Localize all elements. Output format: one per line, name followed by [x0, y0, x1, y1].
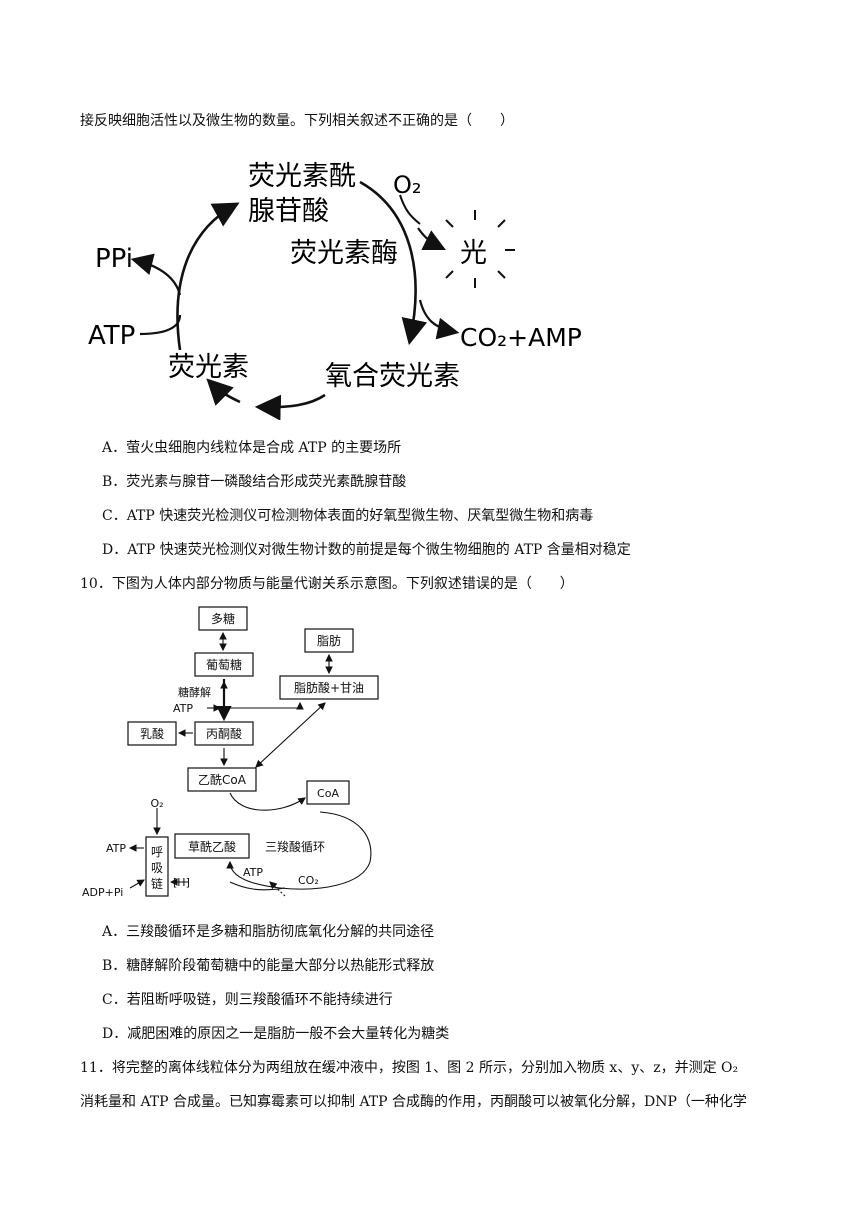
label-ppi: PPi — [95, 244, 133, 274]
light-rays-icon — [445, 210, 515, 288]
box-fatty-acid-glycerol — [279, 675, 379, 700]
q9-option-a: A．萤火虫细胞内线粒体是合成 ATP 的主要场所 — [102, 440, 402, 456]
label-luciferyl-adenylate-1: 荧光素酰 — [248, 161, 356, 192]
light-out-arrow — [417, 227, 446, 250]
label-chain-3: 链 — [151, 876, 163, 891]
cycle-arrow-right — [359, 180, 428, 346]
label-o2-chain: O₂ — [150, 797, 163, 810]
label-light: 光 — [460, 238, 487, 269]
q9-stem: 接反映细胞活性以及微生物的数量。下列相关叙述不正确的是（ ） — [80, 113, 514, 129]
cycle-arrow-bottom — [254, 393, 326, 420]
q10-stem: 10．下图为人体内部分物质与能量代谢关系示意图。下列叙述错误的是（ ） — [80, 576, 574, 592]
label-o2: O₂ — [393, 171, 422, 199]
box-coa — [306, 780, 350, 805]
label-atp: ATP — [88, 321, 135, 351]
label-adp-pi: ADP+Pi — [82, 886, 123, 899]
box-polysaccharide — [198, 606, 248, 631]
label-co2-amp: CO₂+AMP — [460, 323, 582, 352]
ppi-out-arrow — [130, 253, 182, 296]
label-lactate: 乳酸 — [140, 726, 164, 741]
metabolism-figure: 多糖 葡萄糖 糖酵解 ATP 脂肪 脂肪酸+甘油 乳酸 丙酮酸 乙酰CoA Co… — [82, 606, 379, 899]
box-pyruvate — [194, 721, 254, 746]
label-chain-2: 吸 — [151, 861, 163, 875]
label-oxaloacetate: 草酰乙酸 — [188, 839, 236, 854]
label-pyruvate: 丙酮酸 — [206, 726, 242, 741]
q10-option-c: C．若阻断呼吸链，则三羧酸循环不能持续进行 — [102, 992, 393, 1008]
label-fat: 脂肪 — [317, 633, 341, 648]
box-oxaloacetate — [174, 833, 250, 859]
box-fat — [304, 628, 354, 653]
label-oxyluciferin: 氧合荧光素 — [325, 361, 460, 392]
label-acetyl-coa: 乙酰CoA — [198, 773, 247, 787]
label-atp-chain: ATP — [106, 842, 126, 855]
cycle-arrow-bottom-left — [206, 378, 241, 406]
box-acetyl-coa — [187, 767, 257, 792]
q11-line-1: 11．将完整的离体线粒体分为两组放在缓冲液中，按图 1、图 2 所示，分别加入物… — [80, 1060, 739, 1076]
label-luciferase: 荧光素酶 — [290, 238, 398, 269]
q9-option-c: C．ATP 快速荧光检测仪可检测物体表面的好氧型微生物、厌氧型微生物和病毒 — [102, 508, 594, 524]
label-luciferyl-adenylate-2: 腺苷酸 — [248, 196, 329, 227]
label-tca: 三羧酸循环 — [265, 839, 325, 854]
luciferin-cycle-figure: 荧光素酰 腺苷酸 O₂ 荧光素酶 光 PPi ATP CO₂+AMP 荧光素 氧… — [88, 161, 582, 420]
o2-in-arrow — [399, 194, 421, 225]
box-glucose — [194, 652, 254, 677]
co2-amp-out-arrow — [418, 299, 460, 340]
q9-option-d: D．ATP 快速荧光检测仪对微生物计数的前提是每个微生物细胞的 ATP 含量相对… — [102, 542, 631, 558]
label-atp-cycle: ATP — [243, 866, 263, 879]
label-co2: CO₂ — [298, 874, 319, 887]
q9-option-b: B．荧光素与腺苷一磷酸结合形成荧光素酰腺苷酸 — [102, 474, 407, 490]
q11-line-2: 消耗量和 ATP 合成量。已知寡霉素可以抑制 ATP 合成酶的作用，丙酮酸可以被… — [80, 1094, 747, 1110]
q10-option-b: B．糖酵解阶段葡萄糖中的能量大部分以热能形式释放 — [102, 958, 435, 974]
label-glucose: 葡萄糖 — [206, 657, 242, 672]
box-respiratory-chain — [145, 836, 169, 897]
label-h: [H] — [173, 876, 190, 889]
label-atp-glycolysis: ATP — [173, 702, 193, 715]
label-fatty-acid-glycerol: 脂肪酸+甘油 — [294, 680, 364, 695]
box-lactate — [127, 721, 177, 746]
atp-in-arrow — [139, 314, 182, 336]
cycle-arrow-left — [176, 202, 240, 351]
label-luciferin: 荧光素 — [168, 352, 249, 383]
label-polysaccharide: 多糖 — [211, 611, 235, 626]
label-coa: CoA — [317, 787, 339, 800]
q10-option-d: D．减肥困难的原因之一是脂肪一般不会大量转化为糖类 — [102, 1026, 450, 1042]
label-chain-1: 呼 — [151, 845, 163, 859]
q10-option-a: A．三羧酸循环是多糖和脂肪彻底氧化分解的共同途径 — [102, 924, 435, 940]
label-glycolysis: 糖酵解 — [178, 685, 211, 699]
